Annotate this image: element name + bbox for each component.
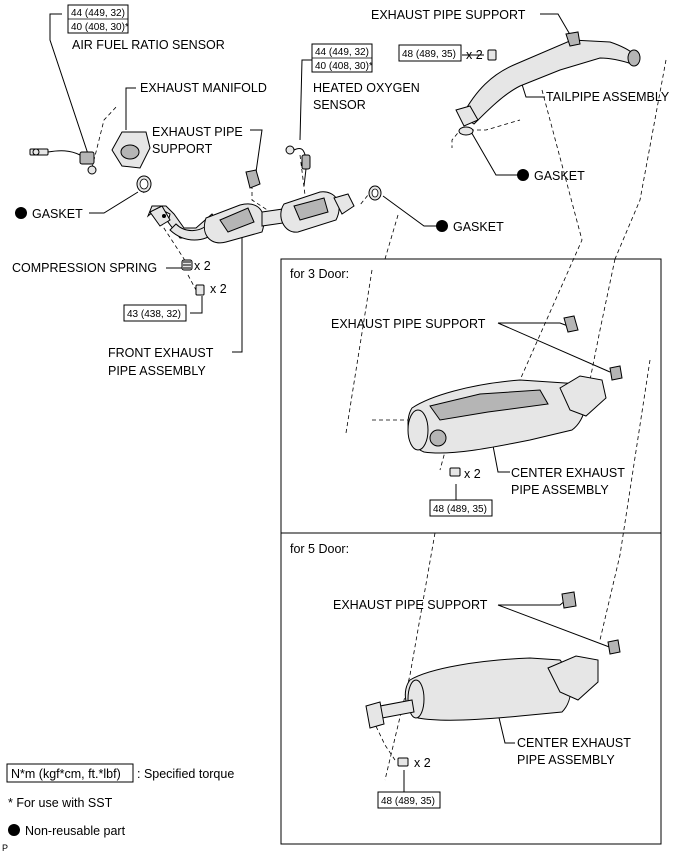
legend-non-reusable-icon (8, 824, 20, 836)
heated-oxygen-sensor (285, 145, 311, 187)
exhaust-pipe-support-3-door-b (609, 365, 623, 381)
compression-spring (181, 259, 193, 271)
label-air-fuel-ratio-sensor: AIR FUEL RATIO SENSOR (72, 38, 225, 52)
label-center-exhaust-5-door-l2: PIPE ASSEMBLY (517, 753, 615, 767)
legend-torque-desc: : Specified torque (137, 767, 234, 781)
label-x2-3-door: x 2 (464, 467, 481, 481)
svg-text:48 (489, 35): 48 (489, 35) (402, 49, 456, 60)
panel-5-door (280, 532, 662, 845)
legend-torque-unit: N*m (kgf*cm, ft.*lbf) (11, 767, 121, 781)
torque-box-center-5-door: 48 (489, 35) (377, 791, 441, 809)
exhaust-pipe-support-5-door-a (561, 591, 577, 609)
non-reusable-marker-center-gasket (436, 220, 448, 232)
torque-box-center-3-door: 48 (489, 35) (429, 499, 493, 517)
center-pipe-bolt-3-door (449, 467, 461, 477)
svg-text:44 (449, 32): 44 (449, 32) (315, 47, 369, 58)
legend-sst-note: * For use with SST (8, 796, 113, 810)
svg-text:40 (408, 30)*: 40 (408, 30)* (71, 22, 129, 33)
label-front-exhaust-pipe-l2: PIPE ASSEMBLY (108, 364, 206, 378)
label-x2-tailpipe: x 2 (466, 48, 483, 62)
torque-box-tailpipe: 48 (489, 35) (398, 44, 462, 62)
label-exhaust-pipe-support-5-door: EXHAUST PIPE SUPPORT (333, 598, 488, 612)
label-x2-spring: x 2 (194, 259, 211, 273)
gasket-manifold (136, 175, 152, 193)
tailpipe-assembly (455, 39, 641, 127)
label-center-exhaust-3-door-l2: PIPE ASSEMBLY (511, 483, 609, 497)
gasket-tailpipe (458, 126, 474, 136)
torque-box-front-pipe: 43 (438, 32) (123, 304, 187, 322)
legend-non-reusable-text: Non-reusable part (25, 824, 126, 838)
svg-text:48 (489, 35): 48 (489, 35) (433, 504, 487, 515)
legend-torque-box (6, 763, 134, 783)
front-exhaust-pipe-assembly (146, 191, 355, 244)
label-front-exhaust-pipe-l1: FRONT EXHAUST (108, 346, 214, 360)
exhaust-pipe-support-5-door-b (607, 639, 621, 655)
label-center-exhaust-3-door-l1: CENTER EXHAUST (511, 466, 625, 480)
svg-text:44 (449, 32): 44 (449, 32) (71, 8, 125, 19)
label-center-exhaust-5-door-l1: CENTER EXHAUST (517, 736, 631, 750)
label-tailpipe-assembly: TAILPIPE ASSEMBLY (546, 90, 670, 104)
non-reusable-marker-tailpipe-gasket (517, 169, 529, 181)
gasket-center (368, 185, 382, 201)
label-heated-oxygen-sensor-l2: SENSOR (313, 98, 366, 112)
footer-code: P (2, 843, 8, 853)
label-exhaust-pipe-support-tail: EXHAUST PIPE SUPPORT (371, 8, 526, 22)
exhaust-pipe-support-tail (565, 31, 581, 47)
exhaust-pipe-support-3-door-a (563, 315, 579, 333)
torque-box-ho2-sensor: 44 (449, 32) 40 (408, 30)* (311, 43, 373, 73)
panel-3-door-title: for 3 Door: (290, 267, 349, 281)
exhaust-pipe-support-front (245, 169, 261, 189)
center-exhaust-pipe-3-door (407, 375, 607, 454)
label-x2-front-bolt: x 2 (210, 282, 227, 296)
legend: N*m (kgf*cm, ft.*lbf) : Specified torque… (2, 763, 234, 853)
label-heated-oxygen-sensor-l1: HEATED OXYGEN (313, 81, 420, 95)
front-pipe-bolt (195, 284, 205, 296)
label-exhaust-pipe-support-front-l1: EXHAUST PIPE (152, 125, 243, 139)
svg-text:40 (408, 30)*: 40 (408, 30)* (315, 61, 373, 72)
exhaust-manifold (111, 131, 151, 169)
label-exhaust-manifold: EXHAUST MANIFOLD (140, 81, 267, 95)
label-compression-spring: COMPRESSION SPRING (12, 261, 157, 275)
center-pipe-bolt-5-door (397, 757, 409, 767)
svg-text:48 (489, 35): 48 (489, 35) (381, 796, 435, 807)
label-exhaust-pipe-support-3-door: EXHAUST PIPE SUPPORT (331, 317, 486, 331)
label-gasket-tailpipe: GASKET (534, 169, 585, 183)
non-reusable-marker-manifold-gasket (15, 207, 27, 219)
label-gasket-manifold: GASKET (32, 207, 83, 221)
label-exhaust-pipe-support-front-l2: SUPPORT (152, 142, 213, 156)
center-exhaust-pipe-5-door (365, 655, 599, 729)
tailpipe-bolt (487, 49, 497, 61)
torque-box-af-sensor: 44 (449, 32) 40 (408, 30)* (67, 4, 129, 34)
air-fuel-ratio-sensor (29, 148, 97, 175)
svg-text:43 (438, 32): 43 (438, 32) (127, 309, 181, 320)
assembly-dashed-lines (91, 59, 667, 781)
leader-lines (49, 13, 613, 793)
label-x2-5-door: x 2 (414, 756, 431, 770)
label-gasket-center: GASKET (453, 220, 504, 234)
panel-5-door-title: for 5 Door: (290, 542, 349, 556)
